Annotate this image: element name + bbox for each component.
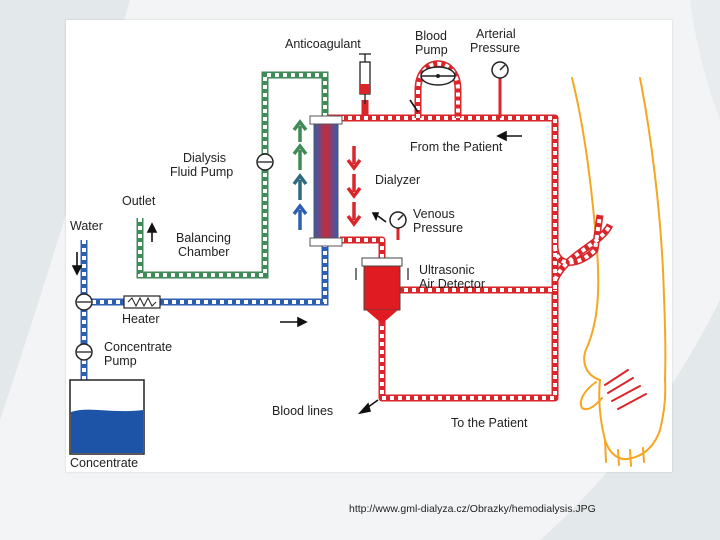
used-dialysate-circuit	[136, 71, 329, 279]
label-venous-pressure-line2: Pressure	[413, 221, 463, 235]
label-blood-pump-line1: Blood	[415, 29, 447, 43]
heater-icon	[123, 295, 161, 309]
direction-arrows	[71, 99, 522, 415]
label-blood-lines: Blood lines	[272, 404, 333, 418]
patient-arm	[571, 77, 667, 467]
concentrate-container	[69, 379, 145, 455]
label-balancing-chamber-line2: Chamber	[178, 245, 229, 259]
label-concentrate: Concentrate	[70, 456, 138, 470]
label-blood-pump-line2: Pump	[415, 43, 448, 57]
dialyzer-unit	[309, 115, 343, 247]
blood-flow-arrows	[346, 146, 362, 227]
label-arterial-pressure-line1: Arterial	[476, 27, 516, 41]
label-dialysis-fluid-pump-line1: Dialysis	[183, 151, 226, 165]
label-concentrate-pump-line1: Concentrate	[104, 340, 172, 354]
dialysate-flow-arrows	[292, 119, 308, 230]
label-balancing-chamber-line1: Balancing	[176, 231, 231, 245]
image-source-caption: http://www.gml-dialyza.cz/Obrazky/hemodi…	[349, 503, 596, 515]
label-dialyzer: Dialyzer	[375, 173, 420, 187]
diagram-panel	[66, 20, 672, 472]
label-venous-pressure-line1: Venous	[413, 207, 455, 221]
label-arterial-pressure-line2: Pressure	[470, 41, 520, 55]
label-heater: Heater	[122, 312, 160, 326]
label-outlet: Outlet	[122, 194, 156, 208]
label-to-the-patient: To the Patient	[451, 416, 528, 430]
arm-vessels	[604, 369, 647, 410]
label-dialysis-fluid-pump-line2: Fluid Pump	[170, 165, 233, 179]
label-ultrasonic-air-detector-line1: Ultrasonic	[419, 263, 475, 277]
label-anticoagulant: Anticoagulant	[285, 37, 361, 51]
label-from-the-patient: From the Patient	[410, 140, 503, 154]
label-ultrasonic-air-detector-line2: Air Detector	[419, 277, 485, 291]
venous-pressure-gauge-icon	[389, 211, 407, 240]
dialysis-fluid-pump-icon	[256, 153, 274, 171]
concentrate-pump-icon	[75, 343, 93, 361]
blood-pump-icon	[420, 66, 456, 86]
arterial-pressure-gauge-icon	[491, 61, 509, 118]
label-water: Water	[70, 219, 103, 233]
water-pump-icon	[75, 293, 93, 311]
air-detector-clamp-icon	[355, 268, 409, 280]
blood-circuit	[325, 60, 614, 402]
air-detector-chamber	[361, 257, 403, 322]
anticoagulant-syringe-icon	[359, 53, 371, 104]
label-concentrate-pump-line2: Pump	[104, 354, 137, 368]
